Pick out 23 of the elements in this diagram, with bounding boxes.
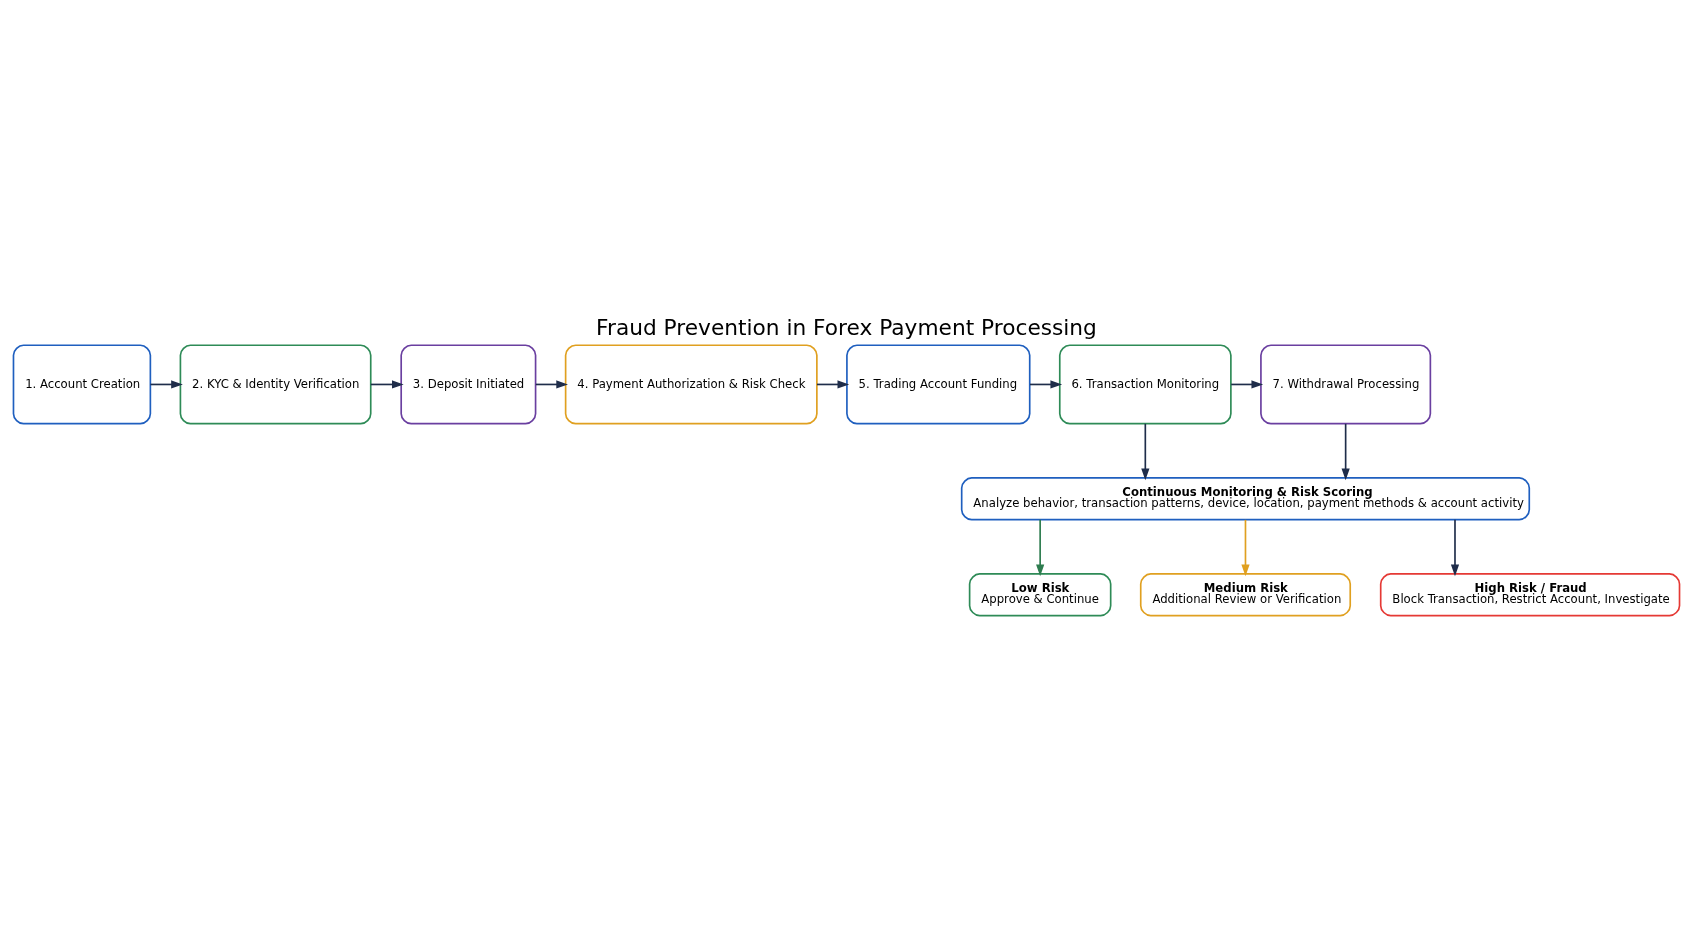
node-box: Medium Risk Additional Review or Verification (1139, 572, 1352, 616)
arrow (535, 379, 568, 389)
arrow (1230, 379, 1264, 389)
arrow (1141, 422, 1150, 480)
arrow (1029, 379, 1063, 389)
node-box: Continuous Monitoring & Risk Scoring Analyze behavior, transaction patterns, device, location, payment methods & account activity (960, 476, 1531, 520)
arrow (1341, 422, 1350, 480)
node-box: 6. Transaction Monitoring (1058, 343, 1232, 424)
arrow (1450, 518, 1460, 576)
node-box: Low Risk Approve & Continue (968, 572, 1112, 616)
node-box: 5. Trading Account Funding (846, 343, 1031, 424)
arrow (149, 379, 183, 389)
node-box: 7. Withdrawal Processing (1260, 343, 1432, 424)
arrow (816, 379, 850, 389)
arrow (1241, 518, 1250, 576)
node-box: 4. Payment Authorization & Risk Check (564, 343, 818, 424)
node-box: 1. Account Creation (12, 343, 152, 424)
arrow (1036, 518, 1045, 576)
diagram-title: Fraud Prevention in Forex Payment Processing (596, 314, 1097, 340)
node-box: High Risk / Fraud Block Transaction, Restrict Account, Investigate (1379, 572, 1681, 616)
arrow (370, 379, 404, 389)
node-box: 3. Deposit Initiated (400, 343, 537, 424)
node-box: 2. KYC & Identity Verification (179, 343, 372, 424)
